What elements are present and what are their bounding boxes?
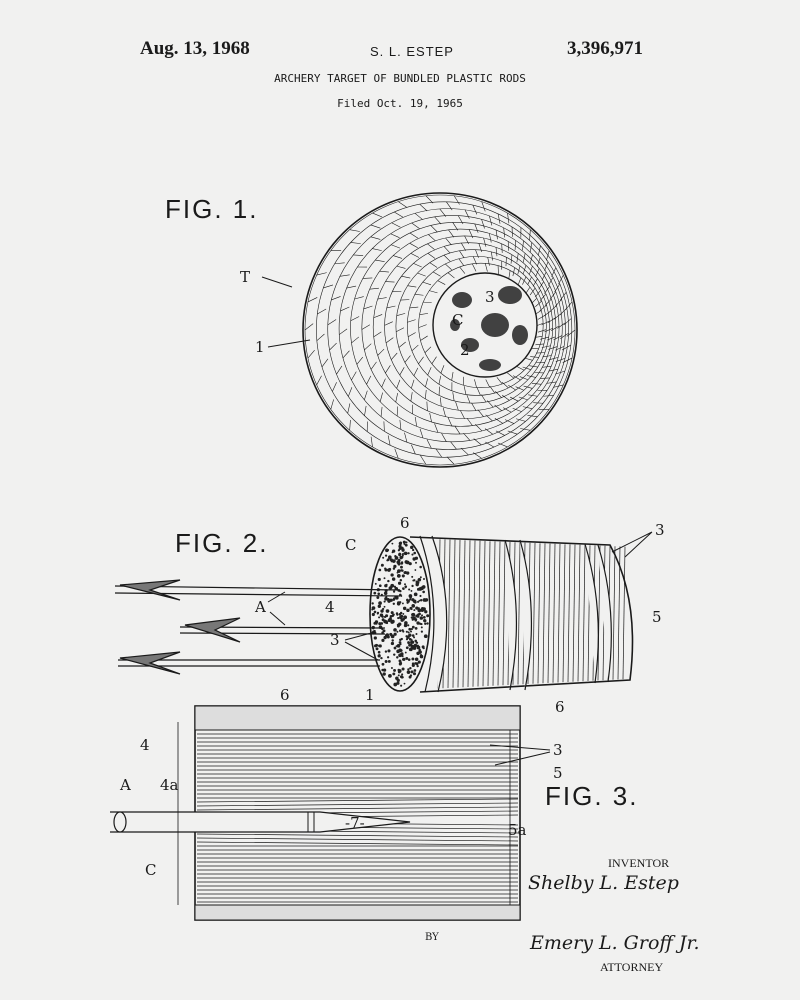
patent-number: 3,396,971: [567, 38, 643, 59]
fig3-ref-4: 4: [140, 736, 150, 754]
fig2-target-cylinder: [369, 535, 634, 693]
fig2-ref-5: 5: [652, 608, 662, 626]
fig1-ref-3: 3: [485, 288, 495, 306]
fig3-ref-5a: 5a: [508, 821, 527, 839]
fig2-arrows: [114, 579, 401, 675]
fig2-ref-c: C: [345, 536, 356, 554]
fig3-cross-section: [110, 705, 521, 921]
fig3-ref-4a: 4a: [160, 776, 179, 794]
fig1-label: FIG. 1.: [165, 194, 258, 224]
fig1-ref-1: 1: [255, 338, 265, 356]
fig3-ref-c: C: [145, 861, 156, 879]
fig3-ref-1: 1: [365, 686, 375, 704]
fig3-ref-6: 6: [280, 686, 290, 704]
fig1-ref-2: 2: [460, 341, 470, 359]
fig2-ref-3-top: 3: [655, 521, 665, 539]
fig3-ref-a: A: [119, 776, 131, 794]
inventor-signature: Shelby L. Estep: [528, 872, 679, 894]
fig3-ref-3: 3: [553, 741, 563, 759]
fig2-ref-3-mid: 3: [330, 631, 340, 649]
patent-title: ARCHERY TARGET OF BUNDLED PLASTIC RODS: [274, 72, 526, 85]
inventor-caption: INVENTOR: [608, 856, 670, 870]
fig3-ref-7: -7-: [345, 814, 365, 832]
fig3-by-text: BY: [425, 932, 439, 943]
attorney-caption: ATTORNEY: [600, 960, 664, 974]
inventor-short-name: S. L. ESTEP: [370, 44, 454, 59]
fig2-label: FIG. 2.: [175, 528, 268, 558]
attorney-signature: Emery L. Groff Jr.: [530, 932, 700, 954]
fig2-ref-a: A: [254, 598, 266, 616]
fig2-ref-4: 4: [325, 598, 335, 616]
fig1-ref-c: C: [452, 311, 463, 329]
fig2-ref-6-top: 6: [400, 514, 410, 532]
fig2-ref-6-bottom: 6: [555, 698, 565, 716]
fig3-label: FIG. 3.: [545, 781, 638, 811]
fig3-ref-5: 5: [553, 764, 563, 782]
patent-date: Aug. 13, 1968: [140, 38, 250, 59]
fig1-ref-t: T: [240, 268, 250, 286]
fig1-target-face: [302, 192, 578, 468]
filed-date: Filed Oct. 19, 1965: [337, 97, 463, 110]
